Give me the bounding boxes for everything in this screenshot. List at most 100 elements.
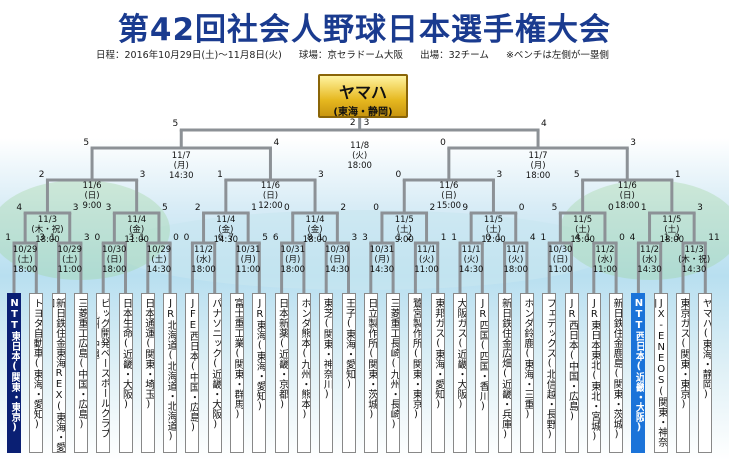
r1-score: 1 <box>50 233 56 243</box>
r1-match-time: 18:00 <box>504 265 529 275</box>
r2-score: 0 <box>373 203 379 213</box>
team-name: 東京ガス(関東・東京) <box>676 293 690 453</box>
r1-match-date: 11/1 <box>462 245 481 255</box>
team-name: ホンダ鈴鹿(東海・三重) <box>519 293 534 453</box>
r3-match-day: (日) <box>441 191 456 201</box>
r1-match-time: 14:30 <box>637 265 662 275</box>
team-name: ビッグ開発ベースボールクラブ(九州・沖縄) <box>96 293 111 453</box>
r1-match-day: (火) <box>508 255 523 265</box>
r1-match-date: 11/2 <box>194 245 213 255</box>
team-name: トヨタ自動車(東海・愛知) <box>29 293 44 453</box>
r1-match-date: 11/3 <box>685 245 704 255</box>
r3-score: 3 <box>496 170 502 180</box>
r1-match-date: 10/30 <box>102 245 127 255</box>
semi-score: 0 <box>440 138 446 148</box>
r1-match-day: (土) <box>62 254 77 265</box>
final-score: 3 <box>364 118 370 128</box>
team-name: パナソニック(近畿・大阪) <box>207 293 222 453</box>
teams-count-text: 出場：32チーム <box>420 50 489 61</box>
r2-match-time: 11:00 <box>124 235 149 245</box>
r1-match-time: 14:30 <box>147 265 172 275</box>
r1-match-date: 10/29 <box>13 245 38 255</box>
r2-match-day: (土) <box>397 224 412 235</box>
r3-match-date: 11/6 <box>261 181 280 191</box>
semi-score: 3 <box>630 138 636 148</box>
team-name: JR四国(四国・香川) <box>475 293 490 453</box>
r2-match-time: 18:00 <box>303 235 328 245</box>
r2-match-day: (土) <box>664 224 679 235</box>
champion-name: ヤマハ <box>338 83 387 102</box>
r2-score: 2 <box>340 203 346 213</box>
r1-score: 8 <box>307 233 313 243</box>
r1-score: 0 <box>619 233 625 243</box>
r1-match-time: 11:00 <box>58 265 83 275</box>
final-day: (火) <box>352 151 367 161</box>
r2-match-time: 15:00 <box>570 235 595 245</box>
team-name: 三菱重工長崎(九州・長崎) <box>386 293 401 453</box>
r3-match-day: (日) <box>620 191 635 201</box>
team-name: ヤマハ(東海・静岡) <box>698 293 713 453</box>
team-name: JR東海(東海・愛知) <box>252 293 267 453</box>
r1-match-day: (火) <box>419 255 434 265</box>
r2-match-day: (金) <box>129 224 144 235</box>
r1-match-date: 10/30 <box>548 245 573 255</box>
semi-match-date: 11/7 <box>172 151 191 161</box>
r1-match-day: (月) <box>241 255 256 265</box>
r2-match-day: (土) <box>575 224 590 235</box>
r1-match-date: 10/31 <box>281 245 306 255</box>
r2-score: 3 <box>106 203 112 213</box>
team-name: JR東日本東北(東北・宮城) <box>586 293 601 453</box>
r1-score: 3 <box>352 233 358 243</box>
team-name: ホンダ熊本(九州・熊本) <box>296 293 311 453</box>
r3-match-time: 18:00 <box>615 201 640 211</box>
r3-score: 1 <box>217 170 223 180</box>
r1-score: 6 <box>218 233 224 243</box>
schedule-text: 日程：2016年10月29日(土)～11月8日(火) <box>96 50 282 61</box>
r1-match-date: 10/31 <box>370 245 395 255</box>
r2-score: 3 <box>73 203 79 213</box>
r2-match-date: 11/4 <box>127 215 146 225</box>
r1-match-day: (月) <box>374 255 389 265</box>
r2-score: 0 <box>519 203 525 213</box>
r2-score: 1 <box>251 203 257 213</box>
r1-score: 11 <box>708 233 719 243</box>
r2-match-time: 18:00 <box>660 235 685 245</box>
r2-score: 2 <box>195 203 201 213</box>
r1-match-date: 10/31 <box>236 245 261 255</box>
r1-score: 0 <box>94 233 100 243</box>
r3-match-time: 15:00 <box>437 201 462 211</box>
r2-match-day: (金) <box>307 224 322 235</box>
venue-text: 球場：京セラドーム大阪 <box>298 50 404 61</box>
r1-match-day: (水) <box>196 254 211 265</box>
r2-score: 4 <box>16 203 22 213</box>
r1-score: 1 <box>396 233 402 243</box>
r3-match-time: 12:00 <box>258 201 283 211</box>
r1-match-day: (日) <box>553 255 568 265</box>
r3-score: 2 <box>39 170 45 180</box>
r1-match-time: 14:30 <box>370 265 395 275</box>
r2-match-date: 11/5 <box>662 215 681 225</box>
r2-score: 9 <box>462 203 468 213</box>
r1-score: 0 <box>184 233 190 243</box>
page-title: 第42回社会人野球日本選手権大会 <box>117 12 612 48</box>
team-name: 王子(東海・愛知) <box>341 293 356 453</box>
r1-match-day: (土) <box>18 254 33 265</box>
bench-note: ※ベンチは左側が一塁側 <box>505 50 609 61</box>
r3-score: 1 <box>675 170 681 180</box>
team-name: 東邦ガス(東海・愛知) <box>430 293 445 453</box>
r1-score: 3 <box>362 233 368 243</box>
r2-match-time: 18:00 <box>35 235 60 245</box>
r1-match-time: 18:00 <box>281 265 306 275</box>
r1-match-day: (日) <box>330 255 345 265</box>
r2-match-day: (土) <box>486 224 501 235</box>
r1-score: 2 <box>407 233 413 243</box>
r2-score: 0 <box>608 203 614 213</box>
semi-match-day: (月) <box>174 161 189 171</box>
r1-match-time: 11:00 <box>593 265 618 275</box>
r1-match-date: 10/29 <box>58 245 83 255</box>
team-name: 新日鉄住金東海REX(東海・愛知) <box>51 293 66 453</box>
r1-match-day: (水) <box>597 254 612 265</box>
r1-score: 3 <box>674 233 680 243</box>
semi-match-time: 18:00 <box>526 171 551 181</box>
